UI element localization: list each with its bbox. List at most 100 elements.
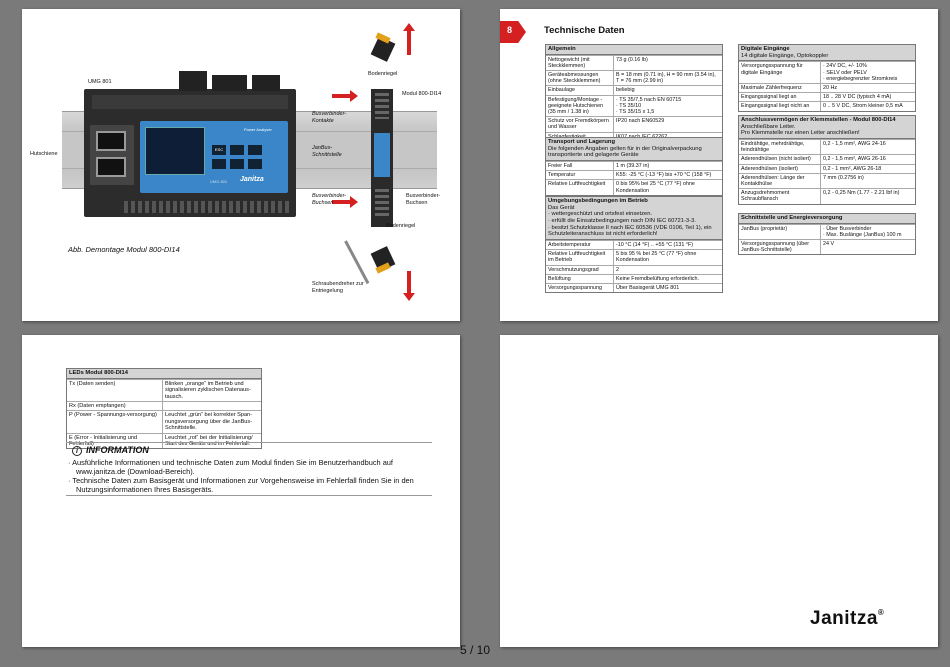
- info-list-item: · Technische Daten zum Basisgerät und In…: [68, 476, 434, 494]
- table-cell-value: 0,2 - 1 mm², AWG 26-18: [823, 165, 882, 172]
- chapter-number: 8: [507, 25, 513, 35]
- esc-button: ESC: [212, 145, 226, 155]
- label-hutschiene: Hutschiene: [30, 151, 58, 157]
- table-cell-label: Befestigung/Montage - geeignete Hutschie…: [546, 95, 614, 117]
- table-cell-label: Relative Luftfeuchtigkeit im Betrieb: [546, 250, 614, 265]
- table-cell-value: Keine Fremdbelüftung erforderlich.: [616, 275, 699, 282]
- table-cell-value: 2: [616, 266, 619, 273]
- logo-registered: ®: [877, 608, 885, 617]
- table-cell-label: Freier Fall: [546, 161, 614, 171]
- arrow-right-top: [332, 94, 352, 98]
- table-header-text: Allgemein: [548, 46, 576, 52]
- arrow-right-bottom: [332, 200, 352, 204]
- table-cell-value: 0 bis 95% bei 25 °C (77 °F) ohne Kondens…: [616, 181, 695, 194]
- table-cell-label: Versorgungsspannung (über JanBus-Schnitt…: [739, 240, 821, 255]
- table-cell-value: · 24V DC, +/- 10% · SELV oder PELV · ene…: [823, 63, 898, 82]
- table-cell-value: 7 mm (0.2756 in): [823, 174, 864, 181]
- label-bus-buchsen-left: Busverbinder-Buchsen: [312, 193, 347, 206]
- label-bodenriegel-bottom: Bodenriegel: [386, 223, 416, 229]
- table-cell-value: 1 m (39.37 in): [616, 162, 650, 169]
- label-bus-kontakte: Busverbinder-Kontakte: [312, 111, 347, 124]
- table-row: Befestigung/Montage - geeignete Hutschie…: [546, 94, 722, 117]
- table-cell-label: Temperatur: [546, 171, 614, 180]
- table-header: Anschlussvermögen der Klemmstellen - Mod…: [739, 116, 915, 139]
- table-subheader: Anschließbare Leiter. Pro Klemmstelle nu…: [741, 123, 860, 137]
- table-cell-value: 0 .. 5 V DC, Strom kleiner 0,5 mA: [823, 103, 903, 110]
- info-icon: i: [72, 446, 82, 456]
- page-current: 5: [459, 643, 467, 657]
- chapter-badge: [500, 21, 526, 43]
- table-header: Schnittstelle und Energieversorgung: [739, 214, 915, 224]
- page-1: Power Analyser ESC UMG 801 Janitza UMG 8…: [22, 9, 460, 321]
- module-800-di14: [371, 89, 393, 227]
- table-cell-label: Schutz vor Fremdkörpern und Wasser: [546, 117, 614, 132]
- figure-caption: Abb. Demontage Modul 800-DI14: [68, 245, 180, 254]
- table-header-text: Transport und Lagerung: [548, 139, 615, 145]
- device-screen-label: Power Analyser: [244, 127, 272, 132]
- table-cell-value: IP20 nach EN60529: [616, 118, 665, 125]
- table-cell-label: Versorgungsspannung für digitale Eingäng…: [739, 62, 821, 83]
- table-row: Versorgungsspannung für digitale Eingäng…: [739, 61, 915, 83]
- table-row: JanBus (proprietär)· Über Busverbinder ·…: [739, 223, 915, 240]
- device-brand-label: Janitza: [240, 176, 264, 183]
- table-cell-label: E (Error - Initialisierung und Fehlerfal…: [67, 433, 163, 449]
- page-total: 10: [476, 643, 491, 657]
- page-4: Janitza®: [500, 335, 938, 647]
- table-cell-label: Rx (Daten empfangen): [67, 401, 163, 411]
- table-cell-label: Geräteabmessungen (ohne Steckklemmen): [546, 71, 614, 86]
- table-cell-label: Nettogewicht (mit Steckklemmen): [546, 55, 614, 71]
- table-cell-value: IK07 nach IEC 62262: [616, 133, 668, 140]
- table-cell-value: · TS 35/7,5 nach EN 60715 · TS 35/10 · T…: [616, 96, 682, 116]
- table-cell-label: JanBus (proprietär): [739, 224, 821, 240]
- table-cell-value: B = 18 mm (0.71 in), H = 90 mm (3.54 in)…: [616, 72, 716, 85]
- table-cell-label: P (Power - Spannungs-versorgung): [67, 411, 163, 433]
- table-cell-label: Schlagfestigkeit: [546, 132, 614, 141]
- table-cell-label: Aderendhülsen (isoliert): [739, 164, 821, 173]
- table-header-text: Umgebungsbedingungen im Betrieb: [548, 198, 648, 204]
- info-list-item: · Ausführliche Informationen und technis…: [68, 458, 434, 476]
- table-cell-label: Maximale Zählerfrequenz: [739, 83, 821, 93]
- table-row: P (Power - Spannungs-versorgung)Leuchtet…: [67, 410, 261, 433]
- table-row: Nettogewicht (mit Steckklemmen)73 g (0.1…: [546, 54, 722, 71]
- enter-button: [248, 159, 262, 169]
- table-cell-value: 5 bis 95 % bei 25 °C (77 °F) ohne Konden…: [616, 251, 697, 264]
- table-cell-label: Belüftung: [546, 274, 614, 283]
- table-cell-label: Relative Luftfeuchtigkeit: [546, 180, 614, 195]
- janitza-logo: Janitza®: [810, 608, 884, 630]
- info-list-text: Ausführliche Informationen und technisch…: [72, 458, 393, 477]
- label-modul: Modul 800-DI14: [402, 91, 442, 97]
- table-cell-value: 0,2 - 1,5 mm², AWG 26-16: [823, 156, 886, 163]
- table-cell-label: Aderendhülsen: Länge der Kontakthülse: [739, 173, 821, 189]
- table-cell-value: Über Basisgerät UMG 801: [616, 284, 680, 291]
- table-cell-label: Tx (Daten senden): [67, 379, 163, 401]
- table-header-text: LEDs Modul 800-DI14: [69, 370, 128, 376]
- page-separator: /: [469, 643, 474, 657]
- table-header-text: Anschlussvermögen der Klemmstellen - Mod…: [741, 117, 896, 123]
- table-header: LEDs Modul 800-DI14: [67, 369, 261, 379]
- table-cell-label: Anzugsdrehmoment Schraubflansch: [739, 189, 821, 204]
- table-header: Allgemein: [546, 45, 722, 55]
- table-cell-value: Leuchtet „grün“ bei korrekter Span-nungs…: [165, 412, 253, 432]
- screwdriver: [344, 240, 370, 285]
- table-row: E (Error - Initialisierung und Fehlerfal…: [67, 432, 261, 449]
- table-cell-value: 20 Hz: [823, 84, 838, 91]
- table-cell-value: [163, 402, 261, 410]
- arrow-down: [407, 271, 411, 295]
